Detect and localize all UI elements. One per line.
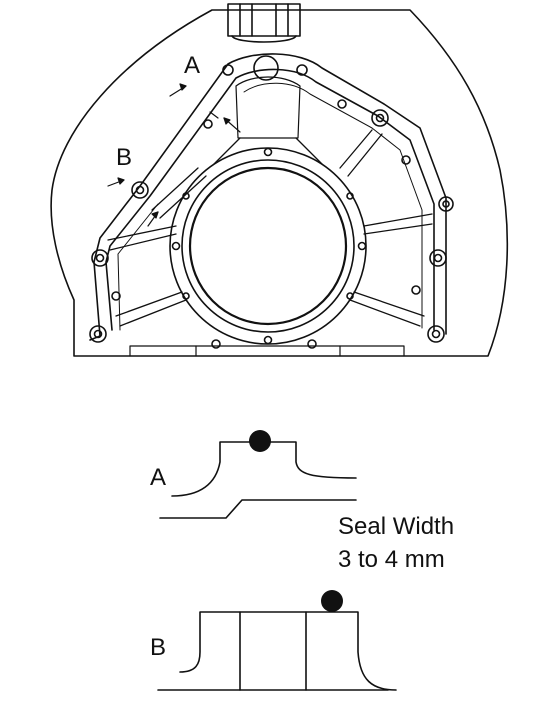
base-flange xyxy=(129,345,405,357)
section-label-a: A xyxy=(150,464,167,491)
section-b-profile xyxy=(157,611,397,691)
section-label-b: B xyxy=(150,634,167,661)
housing-drawing xyxy=(50,3,509,357)
callout-arrows-a xyxy=(169,83,241,133)
callout-arrows-b xyxy=(107,177,159,227)
bolt-holes xyxy=(89,55,454,349)
housing-outline xyxy=(50,9,509,357)
seal-bead-b xyxy=(321,590,343,612)
gasket-flange-inner xyxy=(105,68,435,331)
seal-width-title: Seal Width xyxy=(338,513,455,540)
callout-label-a: A xyxy=(184,52,201,79)
top-boss xyxy=(227,3,301,37)
bearing-bore xyxy=(169,147,367,345)
callout-label-b: B xyxy=(116,144,133,171)
ribs xyxy=(107,129,433,327)
seal-width-note: Seal Width 3 to 4 mm xyxy=(338,510,454,576)
seal-bead-a xyxy=(249,430,271,452)
section-a-profile xyxy=(159,441,357,519)
top-arch xyxy=(235,76,301,139)
seal-width-value: 3 to 4 mm xyxy=(338,546,445,573)
